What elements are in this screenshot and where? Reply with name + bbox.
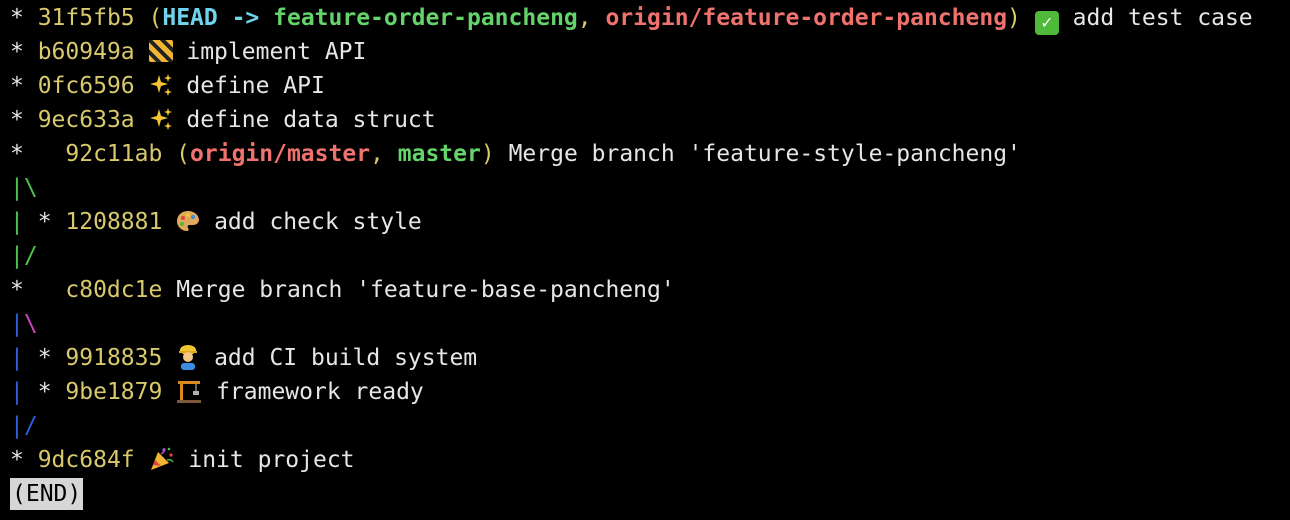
refs-close: ): [480, 141, 495, 167]
graph-line: |\: [10, 171, 1290, 205]
graph-branch-glyph: \: [23, 311, 38, 337]
commit-hash: 31f5fb5: [37, 5, 135, 31]
commit-message: add CI build system: [214, 345, 478, 371]
commit-message: define data struct: [186, 107, 436, 133]
commit-message: add test case: [1072, 5, 1253, 31]
graph-merge-glyph: |/: [10, 243, 38, 269]
commit-line: * 9ec633a define data struct: [10, 103, 1290, 137]
graph-branch-glyph: |\: [10, 175, 38, 201]
graph-glyph: *: [10, 5, 38, 31]
head-ref: HEAD ->: [162, 5, 274, 31]
graph-merge-glyph: |/: [10, 413, 38, 439]
local-branch-ref: master: [397, 141, 481, 167]
commit-message: init project: [188, 447, 355, 473]
commit-message: implement API: [186, 39, 367, 65]
sparkles-emoji-icon: [149, 108, 172, 130]
commit-hash: 0fc6596: [37, 73, 135, 99]
commit-line: * c80dc1e Merge branch 'feature-base-pan…: [10, 273, 1290, 307]
commit-message: Merge branch 'feature-base-pancheng': [176, 277, 675, 303]
commit-hash: 9918835: [65, 345, 163, 371]
refs-separator: ,: [577, 5, 606, 31]
local-branch-ref: feature-order-pancheng: [273, 5, 578, 31]
graph-branch-bar: |: [10, 311, 24, 337]
commit-line: * 92c11ab (origin/master, master) Merge …: [10, 137, 1290, 171]
refs-open: (: [162, 141, 191, 167]
commit-line: | * 1208881 add check style: [10, 205, 1290, 239]
graph-branch-bar: |: [10, 345, 38, 371]
commit-hash: b60949a: [37, 39, 135, 65]
graph-glyph: *: [10, 39, 38, 65]
sparkles-emoji-icon: [149, 74, 172, 96]
commit-hash: 9be1879: [65, 379, 163, 405]
graph-glyph: *: [10, 73, 38, 99]
commit-hash: c80dc1e: [65, 277, 163, 303]
construction-worker-emoji-icon: [179, 345, 198, 370]
graph-glyph: *: [37, 379, 66, 405]
commit-hash: 9dc684f: [37, 447, 135, 473]
commit-line: * 31f5fb5 (HEAD -> feature-order-panchen…: [10, 1, 1290, 35]
commit-line: * 9dc684f init project: [10, 443, 1290, 477]
commit-hash: 1208881: [65, 209, 163, 235]
building-construction-emoji-icon: [177, 381, 202, 403]
graph-line: |\: [10, 307, 1290, 341]
graph-branch-bar: |: [10, 379, 38, 405]
commit-message: Merge branch 'feature-style-pancheng': [508, 141, 1021, 167]
graph-glyph: *: [10, 277, 66, 303]
graph-glyph: *: [10, 447, 38, 473]
commit-line: * 0fc6596 define API: [10, 69, 1290, 103]
commit-line: * b60949a implement API: [10, 35, 1290, 69]
graph-branch-bar: |: [10, 209, 38, 235]
party-popper-emoji-icon: [150, 447, 174, 470]
commit-line: | * 9918835 add CI build system: [10, 341, 1290, 375]
refs-separator: ,: [370, 141, 398, 167]
graph-glyph: *: [37, 345, 66, 371]
remote-branch-ref: origin/master: [190, 141, 371, 167]
graph-glyph: *: [10, 107, 38, 133]
commit-hash: 92c11ab: [65, 141, 163, 167]
commit-hash: 9ec633a: [37, 107, 135, 133]
graph-line: |/: [10, 409, 1290, 443]
graph-line: |/: [10, 239, 1290, 273]
commit-line: | * 9be1879 framework ready: [10, 375, 1290, 409]
palette-emoji-icon: [177, 211, 200, 231]
construction-barrier-emoji-icon: [148, 40, 173, 62]
graph-glyph: *: [10, 141, 66, 167]
commit-message: define API: [186, 73, 325, 99]
refs-open: (: [134, 5, 163, 31]
remote-branch-ref: origin/feature-order-pancheng: [605, 5, 1008, 31]
check-mark-emoji-icon: ✓: [1034, 11, 1059, 35]
pager-end-line: (END): [10, 477, 1290, 511]
graph-glyph: *: [37, 209, 66, 235]
pager-end-indicator[interactable]: (END): [10, 478, 84, 510]
commit-message: add check style: [214, 209, 422, 235]
commit-message: framework ready: [216, 379, 424, 405]
refs-close: ): [1007, 5, 1021, 31]
